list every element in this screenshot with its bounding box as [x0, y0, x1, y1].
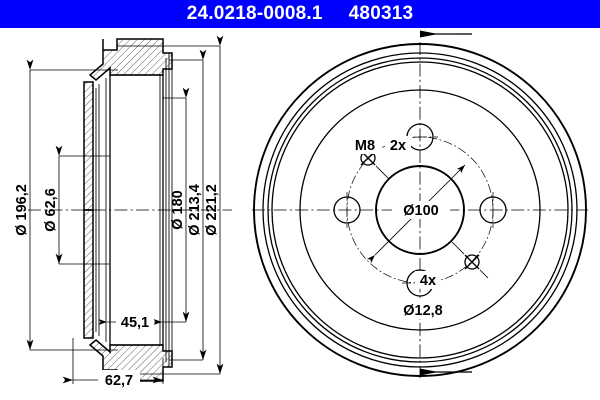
face-view-labels: M8 2x Ø100 4x Ø12,8	[350, 136, 454, 319]
section-body-upper	[83, 38, 173, 211]
drum-outer-circle	[253, 43, 587, 377]
label-m8: M8	[355, 138, 375, 154]
dim-outer-diameter: Ø 196,2	[14, 59, 118, 351]
section-marker-bottom	[420, 368, 472, 376]
flange-section-upper	[88, 38, 173, 81]
drum-ring-4	[271, 61, 569, 359]
technical-drawing-area: Ø 196,2 Ø 62,6 Ø 180 Ø 213,4	[0, 28, 600, 400]
drum-wall-upper	[83, 81, 94, 211]
dim-internal-depth: 45,1	[98, 313, 162, 331]
title-bar: 24.0218-0008.1 480313	[0, 0, 600, 28]
dim-intermediate-diameter: Ø 213,4	[169, 49, 207, 361]
drum-friction-circle	[299, 89, 541, 331]
section-body-lower	[83, 209, 173, 382]
dim-label-221-2: Ø 221,2	[204, 184, 220, 236]
label-thread-count: 2x	[390, 138, 406, 154]
dim-label-62-6: Ø 62,6	[43, 188, 59, 232]
dim-label-45-1: 45,1	[121, 315, 149, 331]
part-number-label: 24.0218-0008.1	[186, 3, 323, 24]
label-centre-bore: Ø100	[403, 203, 438, 219]
dim-friction-diameter: Ø 180	[163, 87, 190, 323]
label-bolt-hole-count: 4x	[420, 273, 436, 289]
section-inner-lines	[95, 53, 173, 367]
dim-label-196-2: Ø 196,2	[14, 184, 30, 236]
dim-label-180: Ø 180	[170, 190, 186, 230]
drum-ring-2	[262, 52, 578, 368]
label-bolt-hole-diameter: Ø12,8	[403, 303, 443, 319]
dim-label-62-7: 62,7	[105, 373, 133, 389]
article-number-label: 480313	[348, 3, 414, 24]
drum-ring-3	[267, 57, 573, 363]
drum-wall-lower	[83, 209, 94, 339]
dim-hub-bore-diameter: Ø 62,6	[43, 145, 110, 265]
dim-label-213-4: Ø 213,4	[187, 184, 203, 236]
dim-overall-width: 62,7	[62, 338, 164, 389]
section-marker-top	[420, 30, 472, 38]
